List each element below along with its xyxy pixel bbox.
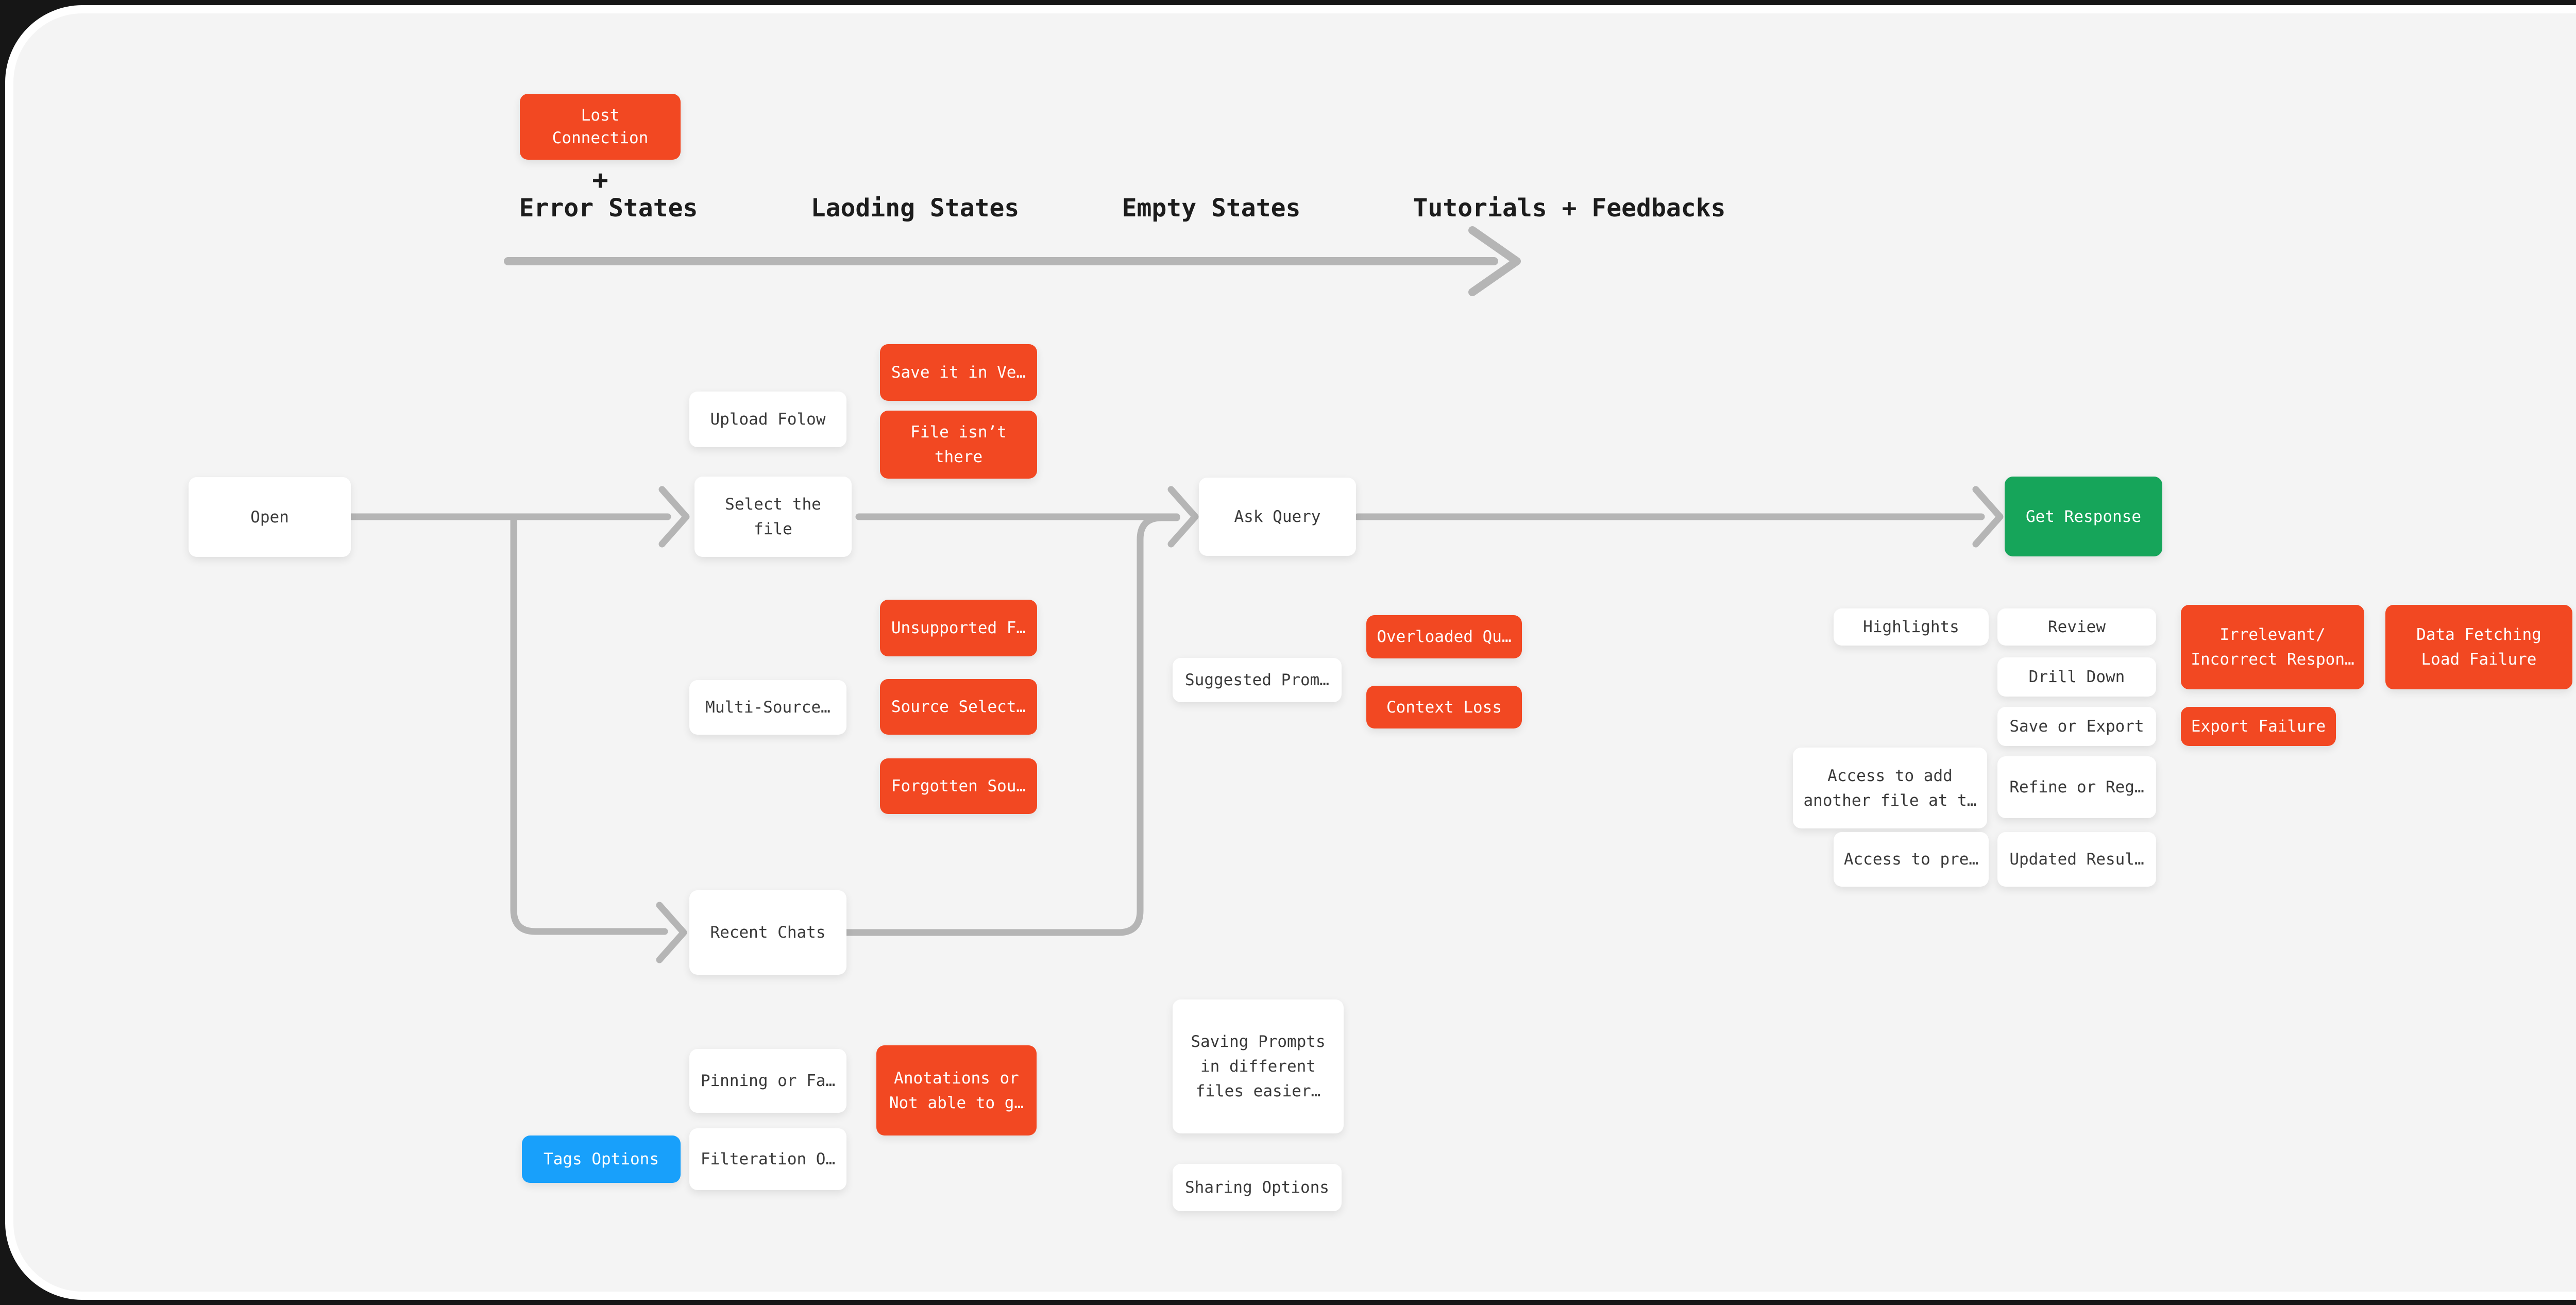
node-highlights[interactable]: Highlights [1834,608,1989,646]
node-source-select[interactable]: Source Select… [880,679,1037,735]
node-irrelevant-incorrect[interactable]: Irrelevant/ Incorrect Respon… [2181,605,2364,689]
node-updated-resul[interactable]: Updated Resul… [1997,832,2156,887]
node-data-fetching-load-failure[interactable]: Data Fetching Load Failure [2385,605,2572,689]
node-pinning-or-fa[interactable]: Pinning or Fa… [689,1049,846,1113]
node-ask-query[interactable]: Ask Query [1199,478,1356,556]
node-save-or-export[interactable]: Save or Export [1997,707,2156,746]
node-overloaded-qu[interactable]: Overloaded Qu… [1366,615,1522,658]
node-upload-folow[interactable]: Upload Folow [689,392,846,447]
node-get-response[interactable]: Get Response [2005,477,2162,556]
arrowhead-get-response-icon [1972,486,2004,548]
node-access-to-pre[interactable]: Access to pre… [1834,832,1989,887]
node-lost-connection[interactable]: Lost Connection [520,94,681,160]
node-unsupported-f[interactable]: Unsupported F… [880,600,1037,656]
node-refine-or-reg[interactable]: Refine or Reg… [1997,756,2156,818]
node-drill-down[interactable]: Drill Down [1997,657,2156,697]
node-forgotten-sou[interactable]: Forgotten Sou… [880,758,1037,814]
node-sharing-options[interactable]: Sharing Options [1173,1164,1342,1211]
node-access-to-add-another-file[interactable]: Access to add another file at t… [1793,748,1987,828]
connector-recent-chats-ask-query[interactable] [843,514,1180,936]
plus-sign: + [592,165,608,196]
node-file-isnt-there[interactable]: File isn’t there [880,411,1037,479]
arrowhead-select-icon [658,486,690,548]
heading-laoding-states: Laoding States [810,194,1020,223]
node-open[interactable]: Open [189,477,351,557]
node-export-failure[interactable]: Export Failure [2181,707,2336,746]
node-context-loss[interactable]: Context Loss [1366,686,1522,728]
node-filteration-o[interactable]: Filteration O… [689,1128,846,1190]
heading-tutorials-feedbacks: Tutorials + Feedbacks [1413,194,1726,223]
node-anotations-or[interactable]: Anotations or Not able to g… [876,1045,1037,1135]
heading-error-states: Error States [519,194,698,223]
arrowhead-recent-chats-icon [656,902,687,963]
heading-empty-states: Empty States [1122,194,1301,223]
node-suggested-prom[interactable]: Suggested Prom… [1173,658,1342,702]
node-review[interactable]: Review [1997,608,2156,646]
stages-arrowhead-icon [1468,226,1521,296]
node-select-the-file[interactable]: Select the file [694,477,852,557]
node-tags-options[interactable]: Tags Options [522,1135,681,1183]
node-save-it-in-ve[interactable]: Save it in Ve… [880,344,1037,401]
node-recent-chats[interactable]: Recent Chats [689,890,846,975]
node-multi-source[interactable]: Multi-Source… [689,680,846,735]
connector-open-recent-chats[interactable] [510,513,668,935]
node-saving-prompts[interactable]: Saving Prompts in different files easier… [1173,999,1344,1133]
arrowhead-ask-query-icon [1167,486,1199,548]
